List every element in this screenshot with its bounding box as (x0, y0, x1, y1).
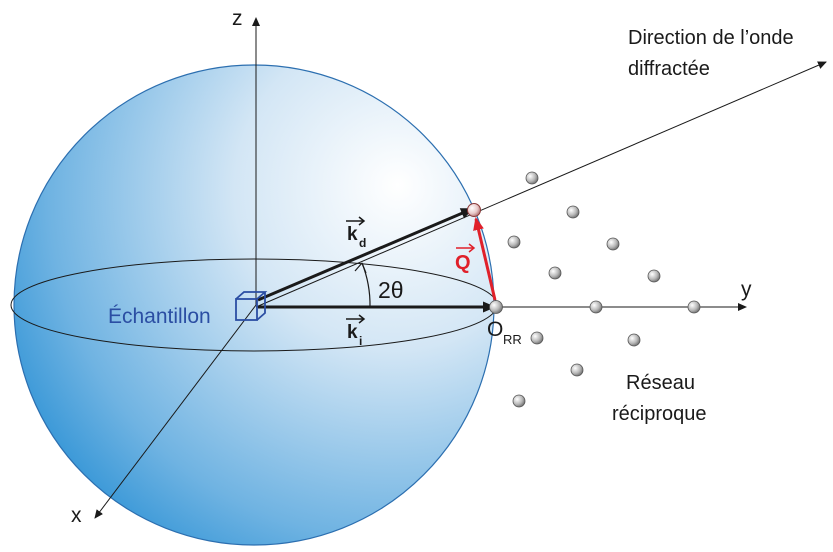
z-axis-label: z (232, 7, 243, 30)
lattice-point (570, 363, 584, 377)
ewald-sphere (13, 64, 495, 546)
angle-label: 2θ (378, 277, 404, 303)
diffraction-direction-line (255, 61, 827, 308)
origin-label-main: O (487, 318, 503, 341)
kd-vector (257, 207, 474, 302)
angle-arc-arrowhead (354, 262, 367, 274)
lattice-point (687, 300, 701, 314)
lattice-point (566, 205, 580, 219)
lattice-label-line1: Réseau (626, 372, 695, 394)
lattice-point (606, 237, 620, 251)
origin-label: O RR (487, 318, 522, 347)
lattice-point (548, 266, 562, 280)
ki-label: k i (346, 314, 366, 348)
q-label: Q (455, 243, 476, 274)
direction-label-line1: Direction de l’onde (628, 27, 794, 49)
q-vector (473, 217, 497, 301)
origin-label-sub: RR (503, 332, 522, 347)
lattice-point (589, 300, 603, 314)
q-label-main: Q (455, 252, 471, 274)
diffracting-lattice-point (467, 203, 481, 217)
kd-label-sub: d (359, 236, 366, 250)
kd-overarrow (346, 216, 366, 226)
kd-label-main: k (347, 224, 358, 245)
lattice-point (627, 333, 641, 347)
y-axis-label: y (741, 278, 752, 301)
sample-label: Échantillon (108, 305, 211, 328)
reciprocal-origin-point (489, 300, 503, 314)
lattice-label-line2: réciproque (612, 403, 707, 425)
lattice-point (530, 331, 544, 345)
x-axis-label: x (71, 504, 82, 527)
kd-label: k d (346, 216, 366, 250)
lattice-point (525, 171, 539, 185)
lattice-point (647, 269, 661, 283)
ki-label-sub: i (359, 334, 362, 348)
sample-cube-icon (235, 291, 268, 321)
q-overarrow (456, 243, 476, 253)
x-axis (94, 304, 257, 519)
lattice-point (512, 394, 526, 408)
lattice-point (507, 235, 521, 249)
ki-overarrow (346, 314, 366, 324)
reciprocal-lattice-points (507, 171, 701, 408)
ki-label-main: k (347, 322, 358, 343)
direction-label-line2: diffractée (628, 58, 710, 80)
